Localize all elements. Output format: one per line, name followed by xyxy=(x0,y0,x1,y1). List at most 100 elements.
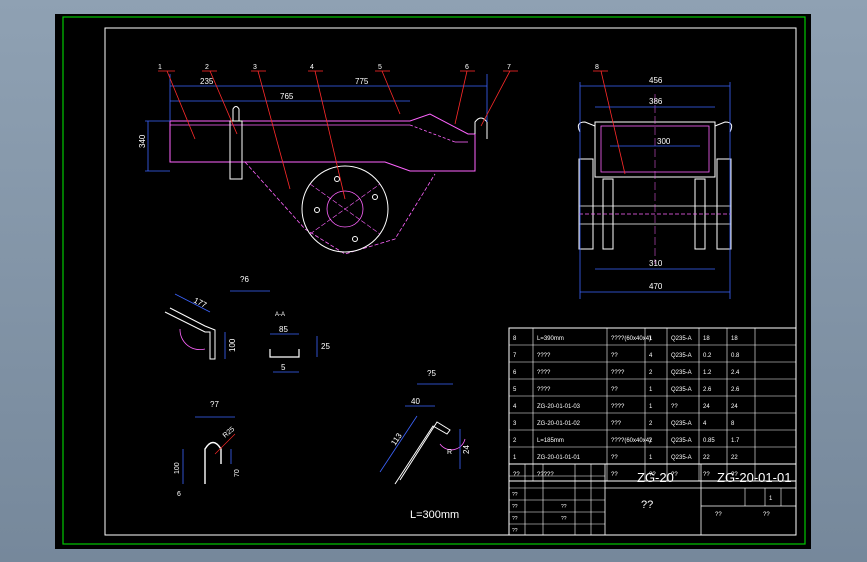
right-hook xyxy=(714,121,733,133)
balloon-2: 2 xyxy=(205,64,209,71)
dim-310: 310 xyxy=(649,259,663,268)
dim-300: 300 xyxy=(657,137,671,146)
dim-775: 775 xyxy=(355,77,369,86)
vibrator-motor xyxy=(301,165,389,253)
parts-cell-unit: 18 xyxy=(703,336,710,342)
parts-cell-unit: 22 xyxy=(703,455,710,461)
inner-frame xyxy=(104,27,797,536)
parts-cell-total: 2.6 xyxy=(731,387,740,393)
parts-cell-unit: 1.2 xyxy=(703,370,712,376)
title-small-3: ?? xyxy=(512,528,518,534)
detail-a-width: 85 xyxy=(279,325,288,334)
dim-765: 765 xyxy=(280,92,294,101)
parts-cell-name: ???? xyxy=(611,370,625,376)
detail-7-hook xyxy=(204,441,222,484)
parts-header-material: ?? xyxy=(671,472,678,478)
parts-cell-no: 8 xyxy=(513,336,517,342)
parts-header-qty: ?? xyxy=(649,472,656,478)
side-view: 235 765 775 340 1 2 3 4 5 6 7 xyxy=(138,64,518,255)
cad-drawing: 235 765 775 340 1 2 3 4 5 6 7 xyxy=(62,16,806,545)
parts-cell-code: ???? xyxy=(537,387,551,393)
detail-5-plate xyxy=(394,421,451,485)
parts-cell-material: Q235-A xyxy=(671,353,692,359)
detail-6-dim-height: 100 xyxy=(228,338,237,352)
title-model: ZG-20 xyxy=(637,470,674,485)
detail-6-label: ?6 xyxy=(240,275,249,284)
parts-cell-name: ????(60x40x4) xyxy=(611,438,651,444)
hanger-bracket xyxy=(229,120,243,180)
parts-cell-total: 8 xyxy=(731,421,735,427)
parts-cell-total: 24 xyxy=(731,404,738,410)
parts-cell-material: ?? xyxy=(671,404,678,410)
parts-header-no: ?? xyxy=(513,472,520,478)
detail-a-lip: 5 xyxy=(281,363,286,372)
parts-cell-qty: 1 xyxy=(649,455,653,461)
detail-5-label: ?5 xyxy=(427,369,436,378)
dim-386: 386 xyxy=(649,97,663,106)
parts-header-name: ?? xyxy=(611,472,618,478)
trough-body xyxy=(169,113,476,172)
detail-7-bottom: 6 xyxy=(177,491,181,498)
title-small-1: ?? xyxy=(512,504,518,510)
parts-header-total: ?? xyxy=(731,472,738,478)
title-scale: 1 xyxy=(769,496,773,502)
title-small-5: ?? xyxy=(561,516,567,522)
parts-cell-material: Q235-A xyxy=(671,438,692,444)
parts-header-code: ????? xyxy=(537,472,554,478)
parts-cell-material: Q235-A xyxy=(671,387,692,393)
detail-6-bracket xyxy=(164,307,216,360)
detail-6-dim-length: 177 xyxy=(192,296,208,310)
detail-6: ?6 177 100 xyxy=(164,275,270,360)
detail-7-radius: R25 xyxy=(222,426,236,440)
parts-cell-code: ZG-20-01-01-02 xyxy=(537,421,581,427)
length-note: L=300mm xyxy=(410,509,459,521)
parts-cell-material: Q235-A xyxy=(671,336,692,342)
left-post xyxy=(578,158,594,250)
balloon-8: 8 xyxy=(595,64,599,71)
drawing-sheet: 235 765 775 340 1 2 3 4 5 6 7 xyxy=(55,14,811,549)
balloon-6: 6 xyxy=(465,64,469,71)
detail-5-top: 40 xyxy=(411,397,420,406)
parts-cell-name: ?? xyxy=(611,353,618,359)
balloon-leaders xyxy=(158,70,518,200)
parts-cell-unit: 24 xyxy=(703,404,710,410)
detail-7-label: ?7 xyxy=(210,400,219,409)
detail-5: ?5 40 113 24 R xyxy=(379,369,471,485)
dim-456: 456 xyxy=(649,76,663,85)
right-post xyxy=(716,158,732,250)
parts-cell-material: Q235-A xyxy=(671,370,692,376)
motor-bracket xyxy=(244,161,436,255)
parts-cell-name: ???? xyxy=(611,404,625,410)
parts-cell-material: Q235-A xyxy=(671,455,692,461)
dim-235: 235 xyxy=(200,77,214,86)
parts-cell-code: ???? xyxy=(537,353,551,359)
detail-a-label: A-A xyxy=(275,312,285,318)
title-drawing-no: ZG-20-01-01 xyxy=(717,470,791,485)
parts-cell-name: ??? xyxy=(611,421,622,427)
title-sheet-a: ?? xyxy=(715,512,722,518)
parts-cell-qty: 2 xyxy=(649,438,653,444)
parts-cell-qty: 2 xyxy=(649,421,653,427)
parts-cell-code: ZG-20-01-01-01 xyxy=(537,455,581,461)
balloon-7: 7 xyxy=(507,64,511,71)
parts-cell-name: ?? xyxy=(611,387,618,393)
parts-cell-total: 18 xyxy=(731,336,738,342)
parts-cell-code: ZG-20-01-01-03 xyxy=(537,404,581,410)
left-hook xyxy=(577,121,596,133)
detail-7: ?7 100 R25 70 6 xyxy=(174,400,241,498)
parts-header-unit: ?? xyxy=(703,472,710,478)
balloon-1: 1 xyxy=(158,64,162,71)
parts-cell-qty: 2 xyxy=(649,370,653,376)
detail-7-leg: 70 xyxy=(234,469,241,477)
detail-a: A-A 85 25 5 xyxy=(269,312,330,373)
dim-340: 340 xyxy=(138,134,147,148)
parts-cell-name: ?? xyxy=(611,455,618,461)
parts-cell-total: 1.7 xyxy=(731,438,740,444)
title-sheet-b: ?? xyxy=(763,512,770,518)
parts-cell-total: 2.4 xyxy=(731,370,740,376)
parts-cell-material: Q235-A xyxy=(671,421,692,427)
parts-cell-qty: 1 xyxy=(649,336,653,342)
parts-cell-unit: 4 xyxy=(703,421,707,427)
parts-cell-total: 0.8 xyxy=(731,353,740,359)
parts-cell-qty: 1 xyxy=(649,387,653,393)
